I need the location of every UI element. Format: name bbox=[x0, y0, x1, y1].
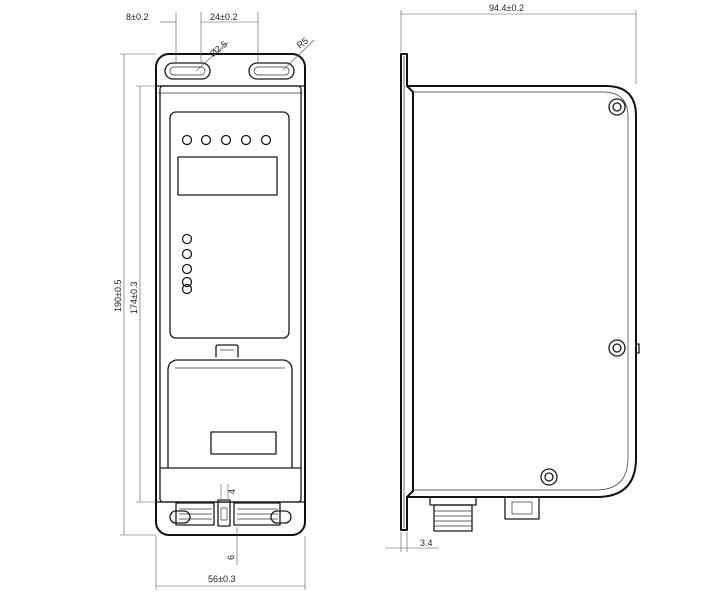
front-panel bbox=[169, 111, 290, 339]
side-screws bbox=[540, 98, 626, 486]
screw-head bbox=[608, 339, 626, 357]
side-connector-left-base bbox=[429, 496, 477, 506]
front-outer-plate bbox=[155, 53, 306, 536]
side-flange bbox=[400, 53, 414, 531]
led-indicator bbox=[181, 134, 193, 146]
screw-center bbox=[612, 343, 622, 353]
side-body-inner bbox=[413, 91, 629, 491]
front-view bbox=[155, 53, 306, 536]
dim-flange-thickness: 3.4 bbox=[420, 538, 433, 548]
screw-center bbox=[544, 472, 554, 482]
side-connector-right bbox=[504, 496, 540, 520]
led-indicator bbox=[181, 248, 193, 260]
led-indicator bbox=[240, 134, 252, 146]
side-body bbox=[407, 85, 637, 498]
terminal-center-pin bbox=[220, 507, 228, 521]
side-dimensions: 94.4±0.2 3.4 bbox=[385, 3, 637, 552]
led-indicator bbox=[181, 233, 193, 245]
led-indicator bbox=[181, 263, 193, 275]
bottom-slot-right bbox=[270, 510, 292, 524]
screw-head bbox=[540, 468, 558, 486]
bottom-slot-left bbox=[169, 510, 191, 524]
latch-tab bbox=[215, 344, 239, 358]
led-indicator bbox=[181, 276, 193, 288]
mounting-slot-left-inner bbox=[169, 66, 206, 76]
led-indicator bbox=[220, 134, 232, 146]
mounting-slot-right bbox=[248, 62, 295, 80]
display-window bbox=[177, 156, 278, 196]
lower-cover bbox=[167, 359, 293, 469]
dim-corner-radius: R5 bbox=[295, 35, 310, 50]
dim-connector-pitch: 4 bbox=[227, 489, 237, 494]
mounting-slot-left bbox=[164, 62, 211, 80]
mounting-slot-right-inner bbox=[253, 66, 290, 76]
cover-label-window bbox=[210, 431, 277, 455]
dim-connector-offset: 6 bbox=[226, 555, 236, 560]
side-connector-left bbox=[433, 504, 473, 532]
terminal-center bbox=[217, 499, 231, 527]
dim-slot-diameter: Ø2.5 bbox=[208, 39, 230, 59]
terminal-block bbox=[175, 499, 281, 527]
led-indicator bbox=[260, 134, 272, 146]
screw-head bbox=[608, 98, 626, 116]
dim-overall-height: 190±0.5 bbox=[113, 280, 123, 312]
led-column bbox=[181, 233, 193, 295]
led-indicator bbox=[181, 283, 193, 295]
front-body bbox=[159, 85, 302, 503]
side-connector-right-inner bbox=[511, 501, 533, 515]
side-view bbox=[400, 53, 640, 532]
dim-hole-spacing-left: 8±0.2 bbox=[126, 12, 148, 22]
side-notch bbox=[635, 343, 640, 354]
screw-center bbox=[612, 102, 622, 112]
dim-depth: 94.4±0.2 bbox=[489, 3, 524, 13]
led-row bbox=[181, 134, 272, 146]
terminal-right bbox=[233, 502, 281, 526]
terminal-left bbox=[175, 502, 215, 526]
dim-body-height: 174±0.3 bbox=[129, 282, 139, 314]
dim-hole-spacing-right: 24±0.2 bbox=[210, 12, 237, 22]
dim-width: 56±0.3 bbox=[208, 574, 235, 584]
led-indicator bbox=[200, 134, 212, 146]
